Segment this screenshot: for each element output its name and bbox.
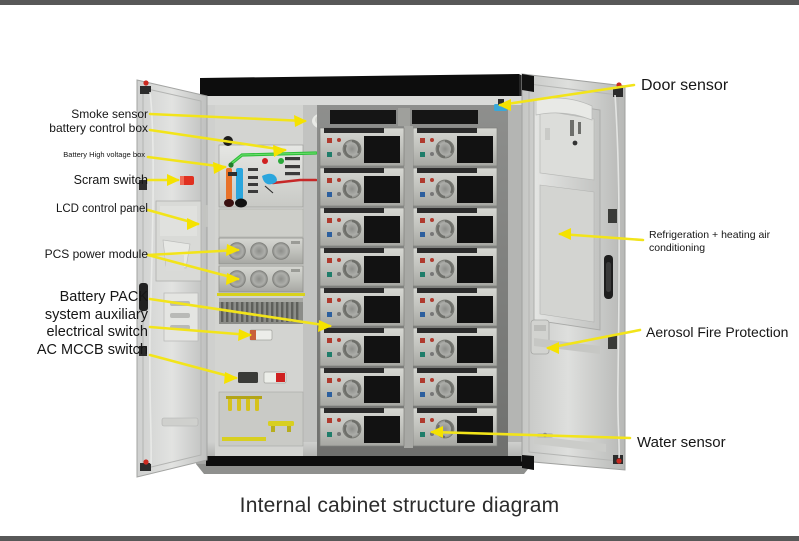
battery-module <box>413 247 498 287</box>
label-aerosol-fire-protection: Aerosol Fire Protection <box>646 324 789 340</box>
leader-pcs-module-2 <box>146 253 240 281</box>
leader-battery-pack-rack <box>148 297 332 328</box>
arrowhead-scram-switch <box>167 174 180 186</box>
leader-aux-electrical-switch <box>148 325 252 337</box>
label-battery-high-voltage-box: Battery High voltage box <box>63 150 145 159</box>
arrowhead-lcd-control-panel <box>187 218 200 230</box>
battery-module <box>413 327 498 367</box>
leader-door-sensor <box>498 83 636 107</box>
battery-pack-auxiliary-electrical-switch <box>249 329 273 341</box>
label-refrigeration-heating-air-conditioning: Refrigeration + heating air conditioning <box>649 229 771 255</box>
battery-module <box>413 207 498 247</box>
battery-pack-rack <box>317 105 508 456</box>
battery-module-column-right <box>413 127 498 447</box>
label-pcs-power-module: PCS power module <box>44 247 148 261</box>
battery-module <box>319 407 405 447</box>
leader-water-sensor <box>430 430 632 440</box>
label-scram-switch: Scram switch <box>73 173 148 187</box>
arrowhead-aerosol <box>546 342 559 354</box>
label-smoke-sensor-battery-control-box: Smoke sensor battery control box <box>49 107 148 135</box>
arrowhead-aux-electrical-switch <box>238 329 252 341</box>
door-louver-vent <box>163 292 199 342</box>
arrowhead-pcs-module-2 <box>226 273 240 285</box>
bottom-edge-bar <box>0 536 799 541</box>
pcs-power-module-unit <box>218 237 304 265</box>
figure-caption: Internal cabinet structure diagram <box>239 494 560 517</box>
battery-module <box>319 327 405 367</box>
refrigeration-heating-air-conditioning-unit <box>533 97 601 331</box>
top-edge-bar <box>0 0 799 5</box>
leader-battery-high-voltage-box <box>146 155 227 169</box>
battery-module-column-left <box>319 127 405 447</box>
leader-ac-mccb-switch <box>148 353 238 380</box>
leader-lines <box>146 83 645 440</box>
arrowhead-smoke-sensor <box>294 115 307 127</box>
arrowhead-door-sensor <box>498 99 511 111</box>
right-cabinet-door <box>521 73 626 471</box>
label-battery-pack-system-auxiliary-electrical-switch: Battery PACK system auxiliary electrical… <box>36 289 148 359</box>
arrowhead-ac-mccb-switch <box>224 372 238 384</box>
battery-module <box>413 287 498 327</box>
leader-pcs-module-1 <box>146 248 240 257</box>
cable-gland-tray <box>218 391 304 447</box>
battery-module <box>319 287 405 327</box>
arrowhead-hvac <box>558 228 571 240</box>
battery-module <box>413 407 498 447</box>
battery-module <box>319 127 405 167</box>
leader-hvac <box>558 232 645 242</box>
battery-module <box>413 127 498 167</box>
battery-module <box>319 167 405 207</box>
label-water-sensor: Water sensor <box>637 434 726 451</box>
battery-module <box>319 247 405 287</box>
battery-module <box>319 367 405 407</box>
battery-module <box>319 207 405 247</box>
ac-mccb-switch <box>238 371 287 384</box>
scram-switch <box>180 176 194 185</box>
battery-module <box>413 167 498 207</box>
arrowhead-pcs-module-1 <box>226 244 240 256</box>
label-door-sensor: Door sensor <box>641 77 729 94</box>
arrowhead-water-sensor <box>430 426 443 438</box>
battery-high-voltage-box <box>218 136 318 208</box>
left-cabinet-door <box>136 79 208 478</box>
leader-arrowheads <box>167 99 571 438</box>
leader-smoke-sensor <box>148 112 307 123</box>
arrowhead-battery-high-voltage-box <box>213 162 227 174</box>
leader-aerosol <box>546 328 642 350</box>
leader-battery-control-box <box>148 128 287 152</box>
arrowhead-battery-pack-rack <box>318 320 332 332</box>
label-lcd-control-panel: LCD control panel <box>55 203 148 215</box>
arrowhead-battery-control-box <box>273 145 287 157</box>
aerosol-fire-protection-canister <box>530 319 550 355</box>
battery-module <box>413 367 498 407</box>
